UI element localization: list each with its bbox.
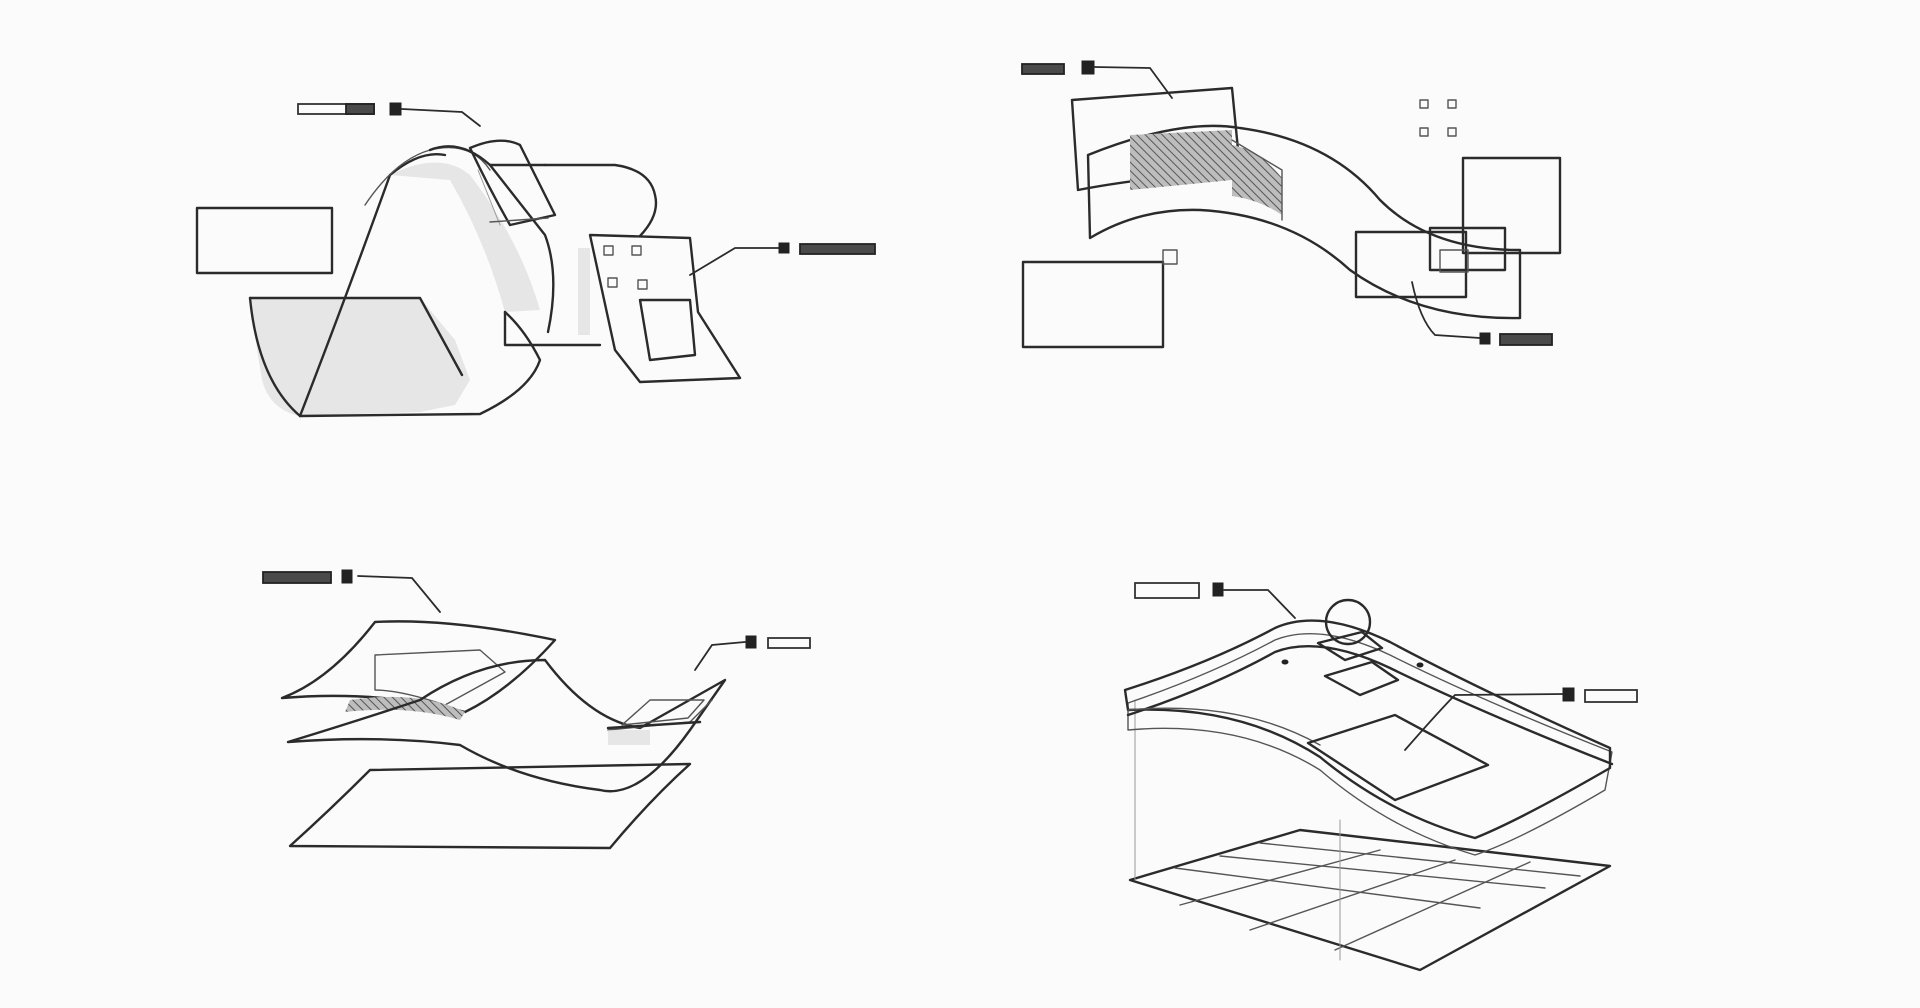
callout-marker-sheets-left — [1212, 582, 1224, 597]
callout-label-layers-right — [767, 637, 811, 649]
cluster-square-4 — [1447, 127, 1457, 137]
ribbon-arch-outer — [428, 145, 555, 334]
strip-hatch-left — [1130, 130, 1232, 190]
ribbon-top-band — [543, 163, 658, 238]
cluster-square-1 — [1419, 99, 1429, 109]
panel-wavy-strip — [1021, 60, 1562, 349]
panel-folded-band — [195, 102, 876, 418]
large-diamond — [1306, 713, 1490, 802]
callout-label-tl — [1021, 63, 1065, 75]
grid-line-v2 — [1249, 859, 1456, 931]
ribbon-rising-edge — [298, 153, 447, 418]
panel-square-3 — [607, 277, 618, 288]
corner-square — [1162, 249, 1178, 265]
layer-top-inner-rect — [374, 649, 506, 706]
callout-marker-tl — [1081, 60, 1095, 75]
panel-floating-layers — [262, 569, 811, 850]
callout-marker-top — [389, 102, 402, 116]
callout-leader-sheets-left — [1223, 589, 1296, 619]
panel-stacked-sheets — [1123, 582, 1638, 972]
cluster-square-2 — [1447, 99, 1457, 109]
layer-top-shade — [345, 696, 465, 720]
sheet-middle-edge — [1126, 645, 1614, 766]
sheet-dot-left — [1281, 659, 1289, 665]
floating-rectangle-right — [1461, 156, 1562, 255]
grid-line-h1 — [1174, 867, 1481, 909]
sheet-top-front-fold — [1127, 707, 1321, 746]
sheet-top — [1123, 619, 1612, 840]
panel-square-2 — [631, 245, 642, 256]
flap-shadow-edge — [489, 217, 549, 223]
panel-inner-window — [638, 298, 697, 362]
middle-diamond — [1323, 660, 1400, 697]
callout-label-br — [1499, 333, 1553, 346]
panel-square-4 — [637, 279, 648, 290]
ribbon-left-curve — [248, 296, 302, 418]
ribbon-shade-arch — [390, 162, 540, 312]
flap-shade-line — [477, 169, 501, 226]
layer-bottom-sheet — [288, 762, 692, 850]
callout-leader-br — [1411, 281, 1481, 339]
callout-leader-tl — [1093, 66, 1173, 99]
callout-leader-layers-top — [357, 575, 441, 613]
strip-inner-rect-c — [1439, 249, 1469, 273]
ribbon-bottom-edge — [298, 310, 542, 418]
callout-label-right — [799, 243, 876, 255]
sensor-circle — [1324, 598, 1372, 646]
grid-base — [1128, 828, 1612, 972]
ribbon-top-flap — [468, 139, 557, 227]
ribbon-step — [503, 310, 602, 347]
ribbon-shade-bottom — [250, 298, 470, 416]
floating-rectangle-bottom-left — [1021, 260, 1165, 349]
sheet-dot-right — [1416, 662, 1424, 668]
callout-label-layers-top — [262, 571, 332, 584]
callout-label-top-fill — [345, 103, 375, 115]
callout-leader-top — [401, 108, 481, 127]
top-diamond — [1316, 630, 1384, 662]
floating-rectangle-left — [195, 206, 334, 275]
grid-line-v3 — [1334, 861, 1531, 951]
layer-middle-sheet — [286, 658, 727, 793]
callout-leader-sheets-right — [1404, 693, 1566, 751]
callout-marker-br — [1479, 332, 1491, 345]
panel-square-1 — [603, 245, 614, 256]
callout-marker-layers-top — [341, 569, 353, 584]
layer-top-sheet — [280, 620, 557, 714]
ribbon-lower-edge — [248, 296, 464, 377]
cluster-square-3 — [1419, 127, 1429, 137]
grid-line-h3 — [1259, 842, 1581, 877]
grid-line-h2 — [1219, 855, 1546, 889]
callout-marker-sheets-right — [1562, 687, 1575, 702]
strip-fold-line — [1231, 139, 1283, 221]
layer-middle-tab-shade — [608, 730, 650, 745]
wavy-strip-body — [1086, 124, 1522, 320]
callout-leader-right — [689, 247, 781, 276]
layer-middle-tab — [621, 699, 705, 726]
callout-marker-layers-right — [745, 635, 757, 649]
strip-hatch-right — [1232, 145, 1282, 215]
strip-inner-rect-a — [1354, 230, 1468, 299]
right-panel — [588, 233, 742, 384]
sheet-bottom — [1127, 632, 1613, 856]
callout-leader-layers-right — [694, 641, 746, 671]
callout-label-sheets-left — [1134, 582, 1200, 599]
right-panel-side-shade — [578, 248, 590, 335]
grid-line-v1 — [1179, 849, 1381, 906]
callout-label-sheets-right — [1584, 689, 1638, 703]
callout-marker-right — [778, 242, 790, 254]
layer-middle-tab-top — [606, 720, 702, 730]
